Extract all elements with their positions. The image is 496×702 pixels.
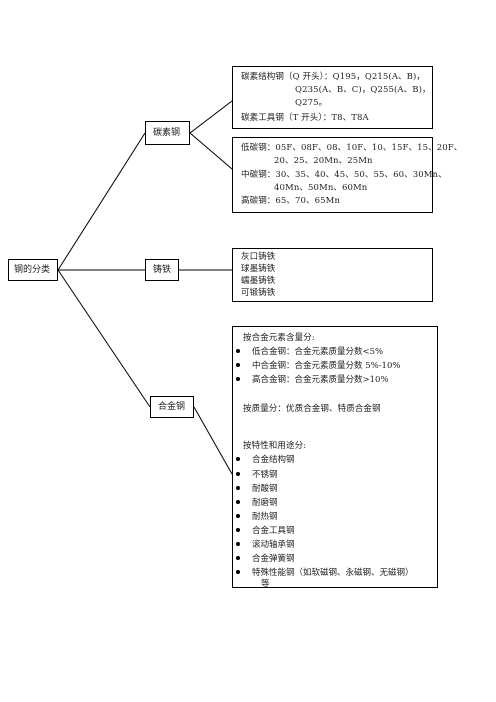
alloy-use-item: 滚动轴承钢: [236, 540, 295, 551]
cast-iron-node: 铸铁: [145, 259, 179, 281]
carbon-steel-label: 碳素钢: [153, 128, 181, 138]
alloy-use-item: 特殊性能钢（如软磁钢、永磁钢、无磁钢）: [236, 568, 414, 579]
bullet-icon: [236, 499, 240, 504]
medium-carbon-line: 中碳钢：30、35、40、45、50、55、60、30Mn、: [241, 170, 447, 180]
high-carbon-line: 高碳钢：65、70、65Mn: [241, 196, 341, 206]
bullet-icon: [236, 362, 240, 367]
bullet-icon: [236, 555, 240, 560]
cast-iron-item: 蠕墨铸铁: [241, 276, 276, 286]
low-carbon-line: 20、25、20Mn、25Mn: [274, 156, 373, 166]
carbon-structural-line: Q275。: [295, 98, 328, 108]
alloy-content-item: 低合金钢：合金元素质量分数<5%: [236, 347, 383, 358]
bullet-icon: [236, 527, 240, 532]
alloy-use-item: 耐热钢: [236, 512, 278, 523]
cast-iron-item: 球墨铸铁: [241, 264, 276, 274]
alloy-use-item: 不锈钢: [236, 470, 278, 481]
carbon-grades-box: 低碳钢：05F、08F、08、10F、10、15F、15、20F、 20、25、…: [232, 137, 462, 213]
cast-iron-item: 可锻铸铁: [241, 288, 276, 298]
alloy-use-item: 耐酸钢: [236, 484, 278, 495]
cast-iron-item: 灰口铸铁: [241, 252, 276, 262]
alloy-use-item: 合金工具钢: [236, 526, 295, 537]
cast-iron-label: 铸铁: [153, 265, 172, 275]
alloy-content-title: 按合金元素含量分:: [243, 333, 315, 343]
bullet-icon: [236, 569, 240, 574]
cast-iron-box: 灰口铸铁 球墨铸铁 蠕墨铸铁 可锻铸铁: [232, 248, 433, 302]
alloy-use-title: 按特性和用途分:: [243, 441, 307, 451]
bullet-icon: [236, 471, 240, 476]
bullet-icon: [236, 485, 240, 490]
carbon-steel-node: 碳素钢: [145, 121, 190, 145]
alloy-use-item: 合金结构钢: [236, 455, 295, 466]
alloy-content-item: 高合金钢：合金元素质量分数>10%: [236, 375, 389, 386]
carbon-structural-box: 碳素结构钢（Q 开头）：Q195，Q215(A、B)， Q235(A、B、C)，…: [232, 66, 433, 129]
bullet-icon: [236, 513, 240, 518]
alloy-steel-label: 合金钢: [158, 402, 186, 412]
alloy-use-item: 耐磨钢: [236, 498, 278, 509]
bullet-icon: [236, 376, 240, 381]
root-label: 钢的分类: [14, 265, 51, 275]
medium-carbon-line: 40Mn、50Mn、60Mn: [274, 183, 368, 193]
alloy-content-item: 中合金钢：合金元素质量分数 5%-10%: [236, 361, 400, 372]
carbon-tool-line: 碳素工具钢（T 开头）：T8、T8A: [241, 113, 369, 123]
bullet-icon: [236, 541, 240, 546]
alloy-quality-line: 按质量分：优质合金钢、特质合金钢: [243, 404, 381, 414]
alloy-use-tail: 等: [261, 579, 270, 589]
alloy-steel-node: 合金钢: [150, 396, 194, 418]
root-node: 钢的分类: [8, 259, 58, 281]
carbon-structural-line: 碳素结构钢（Q 开头）：Q195，Q215(A、B)，: [241, 72, 426, 82]
low-carbon-line: 低碳钢：05F、08F、08、10F、10、15F、15、20F、: [241, 143, 463, 153]
bullet-icon: [236, 348, 240, 353]
carbon-structural-line: Q235(A、B、C)，Q255(A、B)，: [295, 85, 431, 95]
alloy-steel-box: 按合金元素含量分: 低合金钢：合金元素质量分数<5% 中合金钢：合金元素质量分数…: [232, 326, 438, 589]
alloy-use-item: 合金弹簧钢: [236, 554, 295, 565]
bullet-icon: [236, 456, 240, 461]
